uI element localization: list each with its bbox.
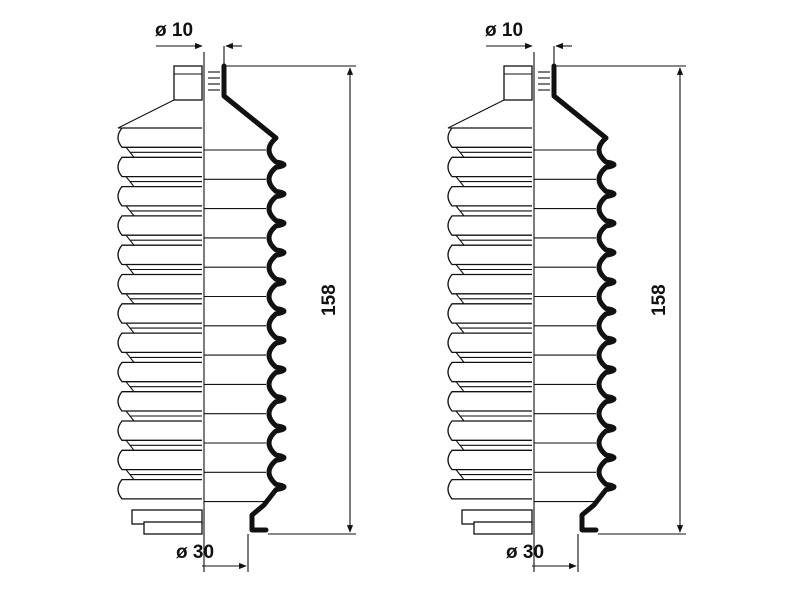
rib-outline xyxy=(447,449,532,471)
valley-edge xyxy=(125,469,135,480)
bellows-section-profile xyxy=(533,52,617,540)
rib-outline xyxy=(117,156,202,178)
rib-outline xyxy=(117,391,202,412)
top-diameter-label: ø 10 xyxy=(155,20,193,41)
dimension-lines xyxy=(156,42,356,572)
rib-outline xyxy=(117,361,202,383)
rib-outline xyxy=(117,332,202,354)
valley-edge xyxy=(455,176,465,187)
valley-edge xyxy=(125,205,135,217)
rib-outline xyxy=(117,478,202,500)
bellows-section-profile xyxy=(203,52,287,540)
bottom-collar xyxy=(143,521,203,535)
bottom-diameter-label: ø 30 xyxy=(506,542,544,563)
valley-edge xyxy=(455,205,465,217)
rib-outline xyxy=(447,391,532,412)
valley-edge xyxy=(125,176,135,187)
rib-outline xyxy=(117,185,202,207)
length-label: 158 xyxy=(649,284,670,316)
valley-edge xyxy=(455,410,465,422)
valley-edge xyxy=(455,264,465,275)
rib-outline xyxy=(117,273,202,295)
valley-edge xyxy=(455,439,465,451)
rib-outline xyxy=(447,478,532,500)
bellows-view-left: ø 10 ø 30 158 xyxy=(117,20,356,572)
rib-outline xyxy=(447,215,532,236)
shoulder-line xyxy=(117,99,202,129)
valley-edge xyxy=(455,469,465,480)
rib-outline xyxy=(447,420,532,441)
bottom-diameter-label: ø 30 xyxy=(176,542,214,563)
top-diameter-label: ø 10 xyxy=(485,20,523,41)
valley-edge xyxy=(455,381,465,393)
rib-outline xyxy=(117,420,202,441)
valley-edge xyxy=(125,234,135,246)
rib-outline xyxy=(447,185,532,207)
shoulder-line xyxy=(447,99,532,129)
valley-edge xyxy=(125,322,135,334)
rib-outline xyxy=(447,303,532,324)
dimension-lines xyxy=(486,42,686,572)
neck-outline xyxy=(503,65,533,101)
valley-edge xyxy=(125,352,135,363)
valley-edge xyxy=(125,439,135,451)
valley-edge xyxy=(125,381,135,393)
rib-outline xyxy=(447,332,532,354)
valley-edge xyxy=(455,352,465,363)
bellows-view-right: ø 10 ø 30 158 xyxy=(447,20,686,572)
rib-outline xyxy=(117,127,202,148)
rib-outline xyxy=(447,273,532,295)
valley-edge xyxy=(455,234,465,246)
rib-outline xyxy=(447,127,532,148)
rib-outline xyxy=(447,156,532,178)
rib-outline xyxy=(447,361,532,383)
rib-outline xyxy=(117,449,202,471)
valley-edge xyxy=(125,410,135,422)
neck-outline xyxy=(173,65,203,101)
section-profile-line xyxy=(551,63,617,533)
bottom-collar xyxy=(473,521,533,535)
valley-edge xyxy=(455,293,465,305)
valley-edge xyxy=(125,293,135,305)
valley-edge xyxy=(455,146,465,158)
valley-edge xyxy=(455,322,465,334)
bellows-outer-contour xyxy=(447,65,533,535)
section-profile-line xyxy=(221,63,287,533)
rib-outline xyxy=(447,244,532,266)
rib-outline xyxy=(117,303,202,324)
rib-outline xyxy=(117,244,202,266)
valley-edge xyxy=(125,264,135,275)
rib-outline xyxy=(117,215,202,236)
valley-edge xyxy=(125,146,135,158)
bellows-outer-contour xyxy=(117,65,203,535)
length-label: 158 xyxy=(319,284,340,316)
